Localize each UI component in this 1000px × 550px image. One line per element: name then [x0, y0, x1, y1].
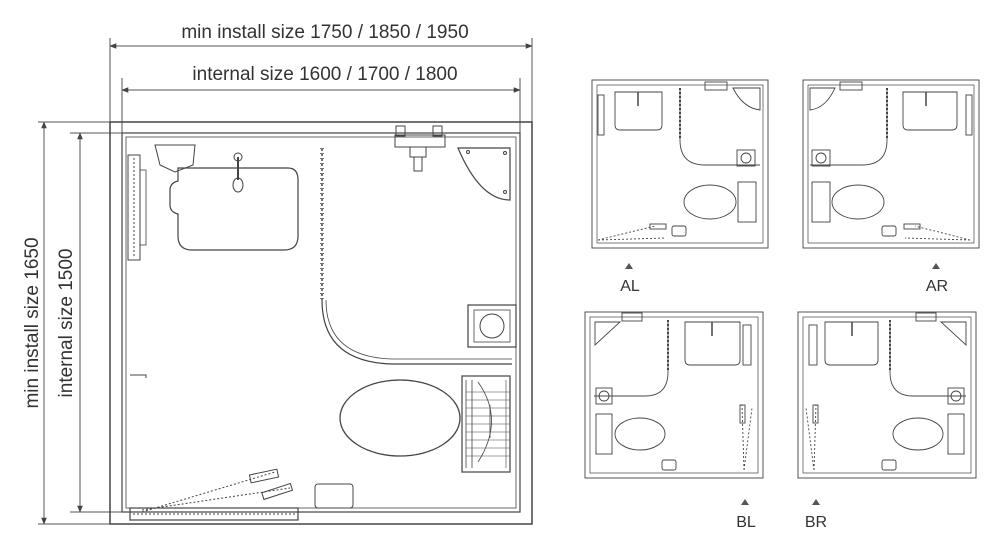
variant-bl-plan: [584, 311, 764, 479]
min-install-height-label: min install size 1650: [22, 237, 43, 408]
grab-rail-icon: [466, 391, 510, 457]
step-box: [314, 483, 354, 509]
grab-rail-icon: [127, 154, 147, 261]
door-icon: [129, 468, 299, 521]
internal-width-label: internal size 1600 / 1700 / 1800: [192, 64, 457, 85]
sink-icon: [154, 144, 299, 251]
min-install-width-label: min install size 1750 / 1850 / 1950: [181, 22, 468, 43]
dimension-lines: [38, 38, 533, 525]
mixer-tap-icon: [394, 125, 446, 172]
variant-br-label: BR: [805, 514, 827, 531]
corner-shelf-icon: [457, 147, 511, 201]
shower-curtain: [321, 299, 512, 365]
variant-ar-marker: [932, 263, 940, 269]
drain-icon: [467, 304, 517, 348]
variant-bl-marker: [741, 499, 749, 505]
variant-ar-label: AR: [926, 278, 948, 295]
variant-al-plan: [591, 79, 769, 249]
variant-bl-label: BL: [736, 514, 756, 531]
internal-height-label: internal size 1500: [56, 249, 77, 398]
variant-br-marker: [812, 499, 820, 505]
variant-al-label: AL: [620, 278, 640, 295]
variant-ar-plan: [802, 79, 980, 249]
variant-br-plan: [797, 311, 977, 479]
main-floorplan: [109, 121, 533, 525]
variant-al-marker: [625, 263, 633, 269]
